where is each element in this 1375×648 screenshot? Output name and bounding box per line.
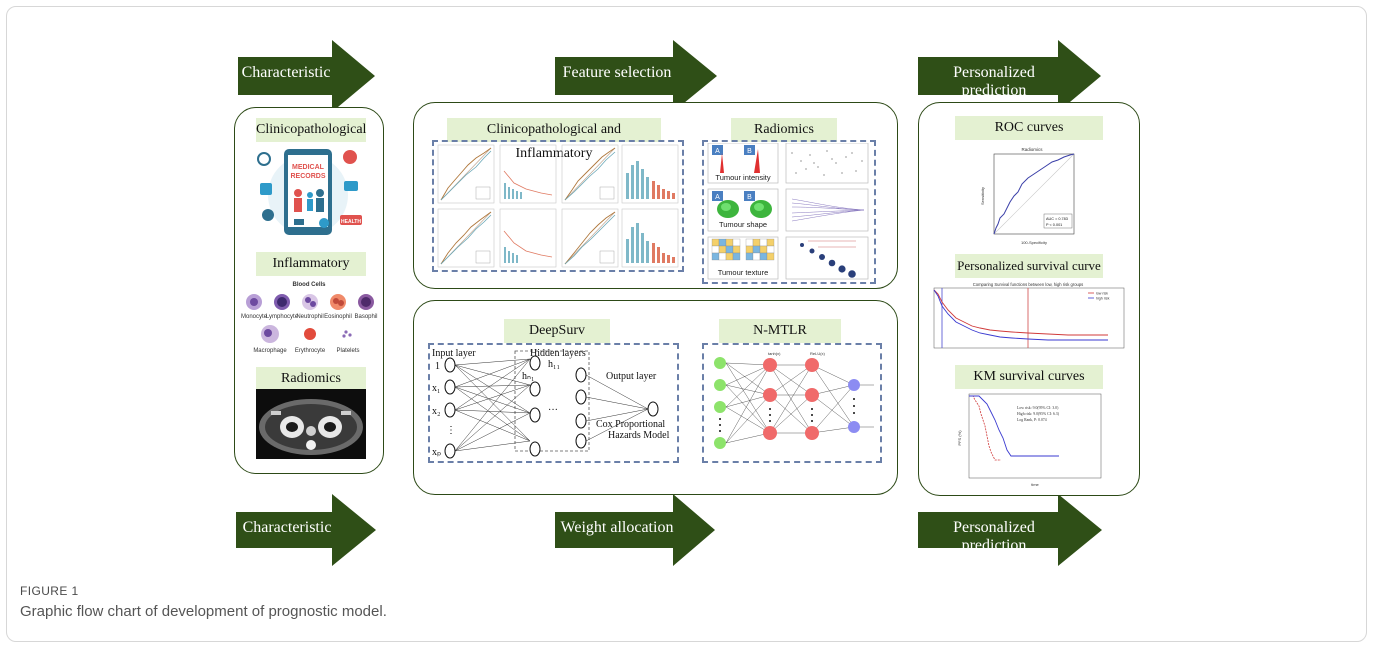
input-layer-label: Input layer bbox=[432, 348, 476, 359]
cell-label-erythrocyte: Erythrocyte bbox=[295, 348, 326, 354]
survival-curve-plot: Comparing Survival functions between low… bbox=[933, 282, 1125, 349]
blood-cells-title: Blood Cells bbox=[292, 282, 326, 288]
figure-frame bbox=[6, 6, 1367, 642]
arrow-bottom-weight-allocation bbox=[555, 494, 715, 566]
hidden-ellipsis: ··· bbox=[548, 405, 558, 416]
arrow-bottom-label-2: Weight allocation bbox=[560, 519, 674, 536]
roc-ylabel: Sensitivity bbox=[980, 187, 985, 205]
arrow-top-characteristic bbox=[238, 40, 375, 112]
medical-records-text-2: RECORDS bbox=[290, 173, 325, 180]
medical-records-illustration: MEDICAL RECORDS HEALTH bbox=[257, 149, 362, 235]
cell-label-platelets: Platelets bbox=[336, 348, 359, 354]
cox-model-label-1: Cox Proportional bbox=[596, 419, 665, 430]
hidden-node-hn1: hₙ₁ bbox=[522, 371, 534, 382]
nmtlr-dashed-box bbox=[702, 343, 882, 463]
badge-b-1: B bbox=[747, 148, 752, 155]
output-layer-label: Output layer bbox=[606, 371, 657, 382]
survival-curve-label: Personalized survival curve bbox=[955, 254, 1103, 278]
deepsurv-label: DeepSurv bbox=[504, 319, 610, 343]
clin-inflam-label: Clinicopathological and Inflammatory bbox=[447, 118, 661, 161]
badge-a-1: A bbox=[715, 148, 720, 155]
tanh-label: tanh(x) bbox=[768, 351, 781, 356]
arrow-bottom-label-3: Personalized prediction bbox=[953, 519, 1035, 554]
badge-b-2: B bbox=[747, 194, 752, 201]
health-tag-text: HEALTH bbox=[341, 219, 361, 225]
figure-number: FIGURE 1 bbox=[20, 584, 79, 598]
ct-scan-image bbox=[256, 389, 366, 459]
cell-label-eosinophil: Eosinophil bbox=[324, 314, 352, 320]
km-curves-label: KM survival curves bbox=[955, 365, 1103, 389]
clinicopathological-label: Clinicopathological bbox=[256, 118, 366, 142]
roc-p-value: P < 0.001 bbox=[1046, 223, 1062, 227]
cox-model-label-2: Hazards Model bbox=[608, 430, 670, 441]
relu-label: ReLU(x) bbox=[810, 351, 826, 356]
deepsurv-dashed-box bbox=[428, 343, 679, 463]
arrow-top-label-1: Characteristic bbox=[241, 64, 331, 81]
arrow-top-label-2: Feature selection bbox=[562, 64, 672, 81]
cell-label-lymphocyte: Lymphocyte bbox=[266, 314, 299, 320]
hidden-node-h11: h₁₁ bbox=[548, 359, 560, 370]
survival-legend-low: low risk bbox=[1096, 292, 1108, 296]
roc-xlabel: 100-Specificity bbox=[1021, 240, 1047, 245]
km-curve-plot: Low risk: 9.0(95% CI: 3.0) High risk: 9.… bbox=[957, 393, 1102, 487]
blood-cells-illustration: Blood Cells Monocyte Lymphocyte Neutroph… bbox=[241, 282, 378, 354]
cell-label-macrophage: Macrophage bbox=[253, 348, 287, 354]
radiomics-dashed-box bbox=[702, 140, 876, 284]
roc-auc: AUC = 0.783 bbox=[1046, 217, 1068, 221]
cell-label-basophil: Basophil bbox=[354, 314, 377, 320]
radiomics-label-left: Radiomics bbox=[256, 367, 366, 391]
tumour-intensity-label: Tumour intensity bbox=[715, 173, 770, 182]
medical-records-text-1: MEDICAL bbox=[292, 164, 325, 171]
roc-curves-label: ROC curves bbox=[955, 116, 1103, 140]
km-legend-high: High risk: 9.0(95% CI: 6.3) bbox=[1017, 412, 1060, 416]
input-node-x2: x₂ bbox=[432, 406, 441, 417]
inflammatory-label: Inflammatory bbox=[256, 252, 366, 276]
survival-title: Comparing Survival functions between low… bbox=[973, 282, 1084, 287]
roc-curve-plot: Radiomics AUC = 0.783 P < 0.001 100-Spec… bbox=[980, 147, 1075, 245]
input-node-x1: x₁ bbox=[432, 383, 441, 394]
tumour-shape-label: Tumour shape bbox=[719, 220, 767, 229]
arrow-top-personalized-prediction bbox=[918, 40, 1101, 112]
km-legend-low: Low risk: 9.0(95% CI: 3.0) bbox=[1017, 406, 1059, 410]
hidden-layers-label: Hidden layers bbox=[530, 348, 586, 359]
nmtlr-label: N-MTLR bbox=[719, 319, 841, 343]
arrow-top-feature-selection bbox=[555, 40, 717, 112]
clin-inflam-plots bbox=[437, 144, 679, 268]
roc-title: Radiomics bbox=[1021, 147, 1043, 152]
input-node-1: 1 bbox=[435, 361, 440, 372]
km-xlabel: time bbox=[1031, 482, 1039, 487]
tumour-texture-label: Tumour texture bbox=[718, 268, 769, 277]
input-node-vdots: ⋮ bbox=[446, 425, 456, 436]
radiomics-label-feature: Radiomics bbox=[731, 118, 837, 142]
clin-inflam-dashed-box bbox=[432, 140, 684, 272]
km-ylabel: PFS (%) bbox=[957, 430, 962, 446]
arrow-bottom-characteristic bbox=[236, 494, 376, 566]
arrow-top-label-3: Personalized prediction bbox=[953, 64, 1035, 99]
nmtlr-network-diagram: tanh(x) ReLU(x) bbox=[714, 351, 874, 449]
badge-a-2: A bbox=[715, 194, 720, 201]
arrow-bottom-label-1: Characteristic bbox=[242, 519, 332, 536]
arrow-bottom-personalized-prediction bbox=[918, 494, 1102, 566]
km-legend-logrank: Log Rank, P: 0.074 bbox=[1017, 418, 1047, 423]
input-node-xp: xₚ bbox=[432, 447, 441, 458]
deepsurv-network-diagram: Input layer Hidden layers Output layer C… bbox=[432, 348, 670, 459]
cell-label-monocyte: Monocyte bbox=[241, 314, 268, 320]
cell-label-neutrophil: Neutrophil bbox=[296, 314, 323, 320]
survival-legend-high: high risk bbox=[1096, 297, 1110, 301]
figure-caption: Graphic flow chart of development of pro… bbox=[20, 603, 387, 620]
radiomics-feature-images: A B Tumour intensity A B Tumour shape Tu… bbox=[707, 143, 869, 280]
